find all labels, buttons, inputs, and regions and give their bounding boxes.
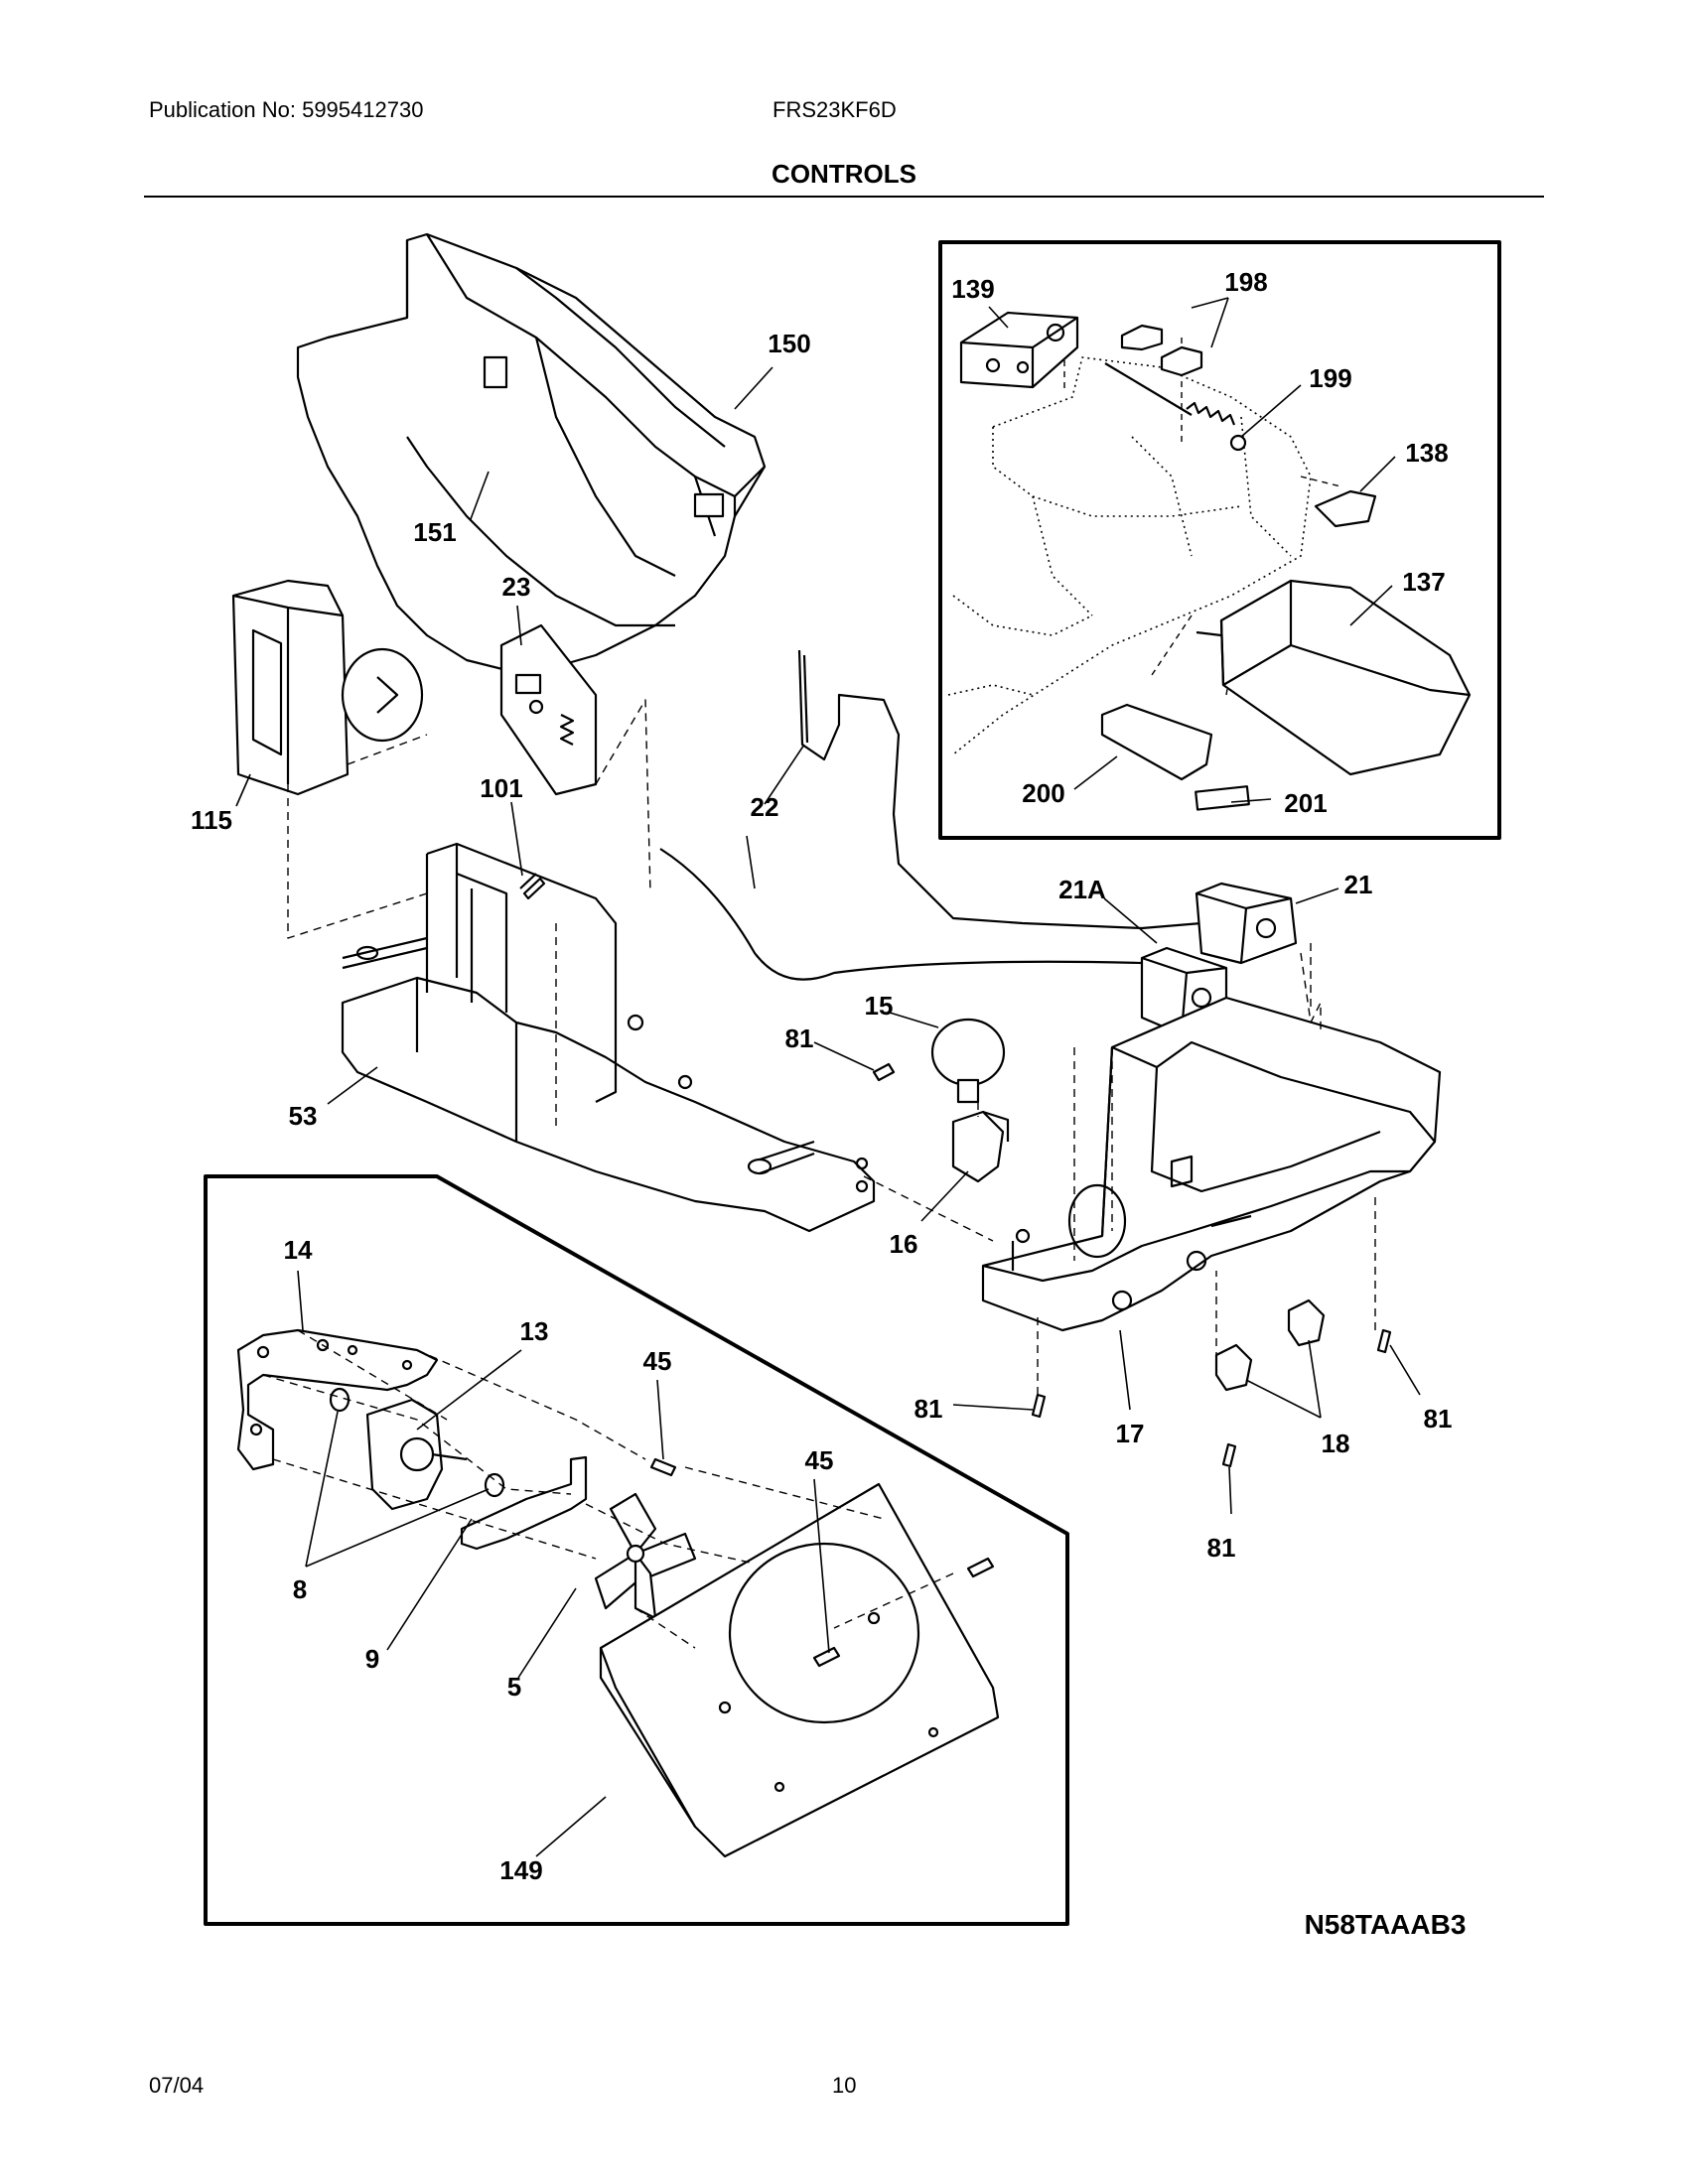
- part-101-screw: [519, 873, 546, 900]
- part-16-socket: [951, 1110, 1010, 1183]
- callout-45-b: 45: [805, 1445, 834, 1475]
- title-rule: [144, 196, 1544, 198]
- assembly-lines: [287, 699, 1376, 1395]
- callout-13: 13: [520, 1316, 549, 1346]
- callout-81-d: 81: [1424, 1404, 1453, 1433]
- footer-date: 07/04: [149, 2073, 205, 2098]
- callout-137: 137: [1402, 567, 1445, 597]
- part-81-screw-c: [1221, 1442, 1237, 1468]
- callout-150: 150: [768, 329, 810, 358]
- part-22-capillary: [659, 649, 1202, 981]
- inset-leaders: [1063, 328, 1341, 696]
- callout-149: 149: [499, 1855, 542, 1885]
- callout-17: 17: [1116, 1419, 1145, 1448]
- callout-81-b: 81: [914, 1394, 943, 1424]
- part-139-switch: [959, 311, 1079, 389]
- fan-assembly-lines: [262, 1329, 954, 1649]
- callout-138: 138: [1405, 438, 1448, 468]
- inset-frame: [938, 240, 1501, 840]
- callout-151: 151: [413, 517, 456, 547]
- callout-198: 198: [1224, 267, 1267, 297]
- callout-45-a: 45: [643, 1346, 672, 1376]
- leader-lines: [235, 297, 1421, 1857]
- model-number: FRS23KF6D: [773, 97, 897, 122]
- part-199-rod-spring: [1104, 362, 1247, 452]
- callout-18: 18: [1322, 1429, 1350, 1458]
- callout-23: 23: [502, 572, 531, 602]
- callout-16: 16: [890, 1229, 918, 1259]
- part-8-ring-a: [329, 1387, 351, 1413]
- callout-115: 115: [191, 805, 232, 835]
- part-18-knobs: [1214, 1298, 1326, 1392]
- callout-201: 201: [1284, 788, 1327, 818]
- callout-81-c: 81: [1207, 1533, 1236, 1563]
- inset-housing-outline: [947, 356, 1312, 755]
- part-200-pad: [1100, 703, 1213, 781]
- part-81-screw-d: [1376, 1328, 1392, 1354]
- part-17-housing: [981, 996, 1442, 1332]
- part-138-clip: [1314, 489, 1377, 528]
- callout-9: 9: [365, 1644, 379, 1674]
- callout-8: 8: [293, 1574, 307, 1604]
- callout-21A: 21A: [1058, 875, 1106, 904]
- part-9-bracket: [460, 1455, 588, 1551]
- part-150-151-duct: [296, 232, 767, 677]
- part-81-screw-b: [1031, 1393, 1047, 1419]
- publication-number: Publication No: 5995412730: [149, 97, 424, 122]
- part-21-switches: [1140, 882, 1298, 1034]
- part-8-ring-b: [484, 1472, 505, 1498]
- callout-15: 15: [865, 991, 894, 1021]
- part-137-lever: [1196, 579, 1472, 776]
- callout-5: 5: [507, 1672, 521, 1702]
- fan-inset-frame: [204, 1174, 1069, 1926]
- part-45-screw-b: [966, 1557, 995, 1578]
- part-198-clips: [1120, 324, 1203, 377]
- page-title: CONTROLS: [772, 159, 916, 189]
- part-53-bracket: [341, 842, 876, 1233]
- callout-81-a: 81: [785, 1024, 814, 1053]
- part-5-fan-blade: [594, 1492, 697, 1620]
- callout-21: 21: [1344, 870, 1373, 899]
- part-201-label: [1195, 785, 1250, 811]
- part-115-control-box: [231, 579, 424, 796]
- part-81-screw-a: [872, 1062, 896, 1082]
- part-149-fan-shroud: [599, 1482, 1000, 1858]
- callout-200: 200: [1022, 778, 1064, 808]
- part-13-motor: [365, 1398, 468, 1511]
- part-45-screw-a: [649, 1457, 677, 1477]
- callout-14: 14: [284, 1235, 313, 1265]
- part-15-bulb: [930, 1018, 1006, 1104]
- callout-139: 139: [951, 274, 994, 304]
- callout-199: 199: [1309, 363, 1351, 393]
- page-number: 10: [832, 2073, 857, 2098]
- callout-101: 101: [480, 773, 522, 803]
- callout-22: 22: [751, 792, 779, 822]
- callout-53: 53: [289, 1101, 318, 1131]
- diagram-code: N58TAAAB3: [1305, 1909, 1467, 1940]
